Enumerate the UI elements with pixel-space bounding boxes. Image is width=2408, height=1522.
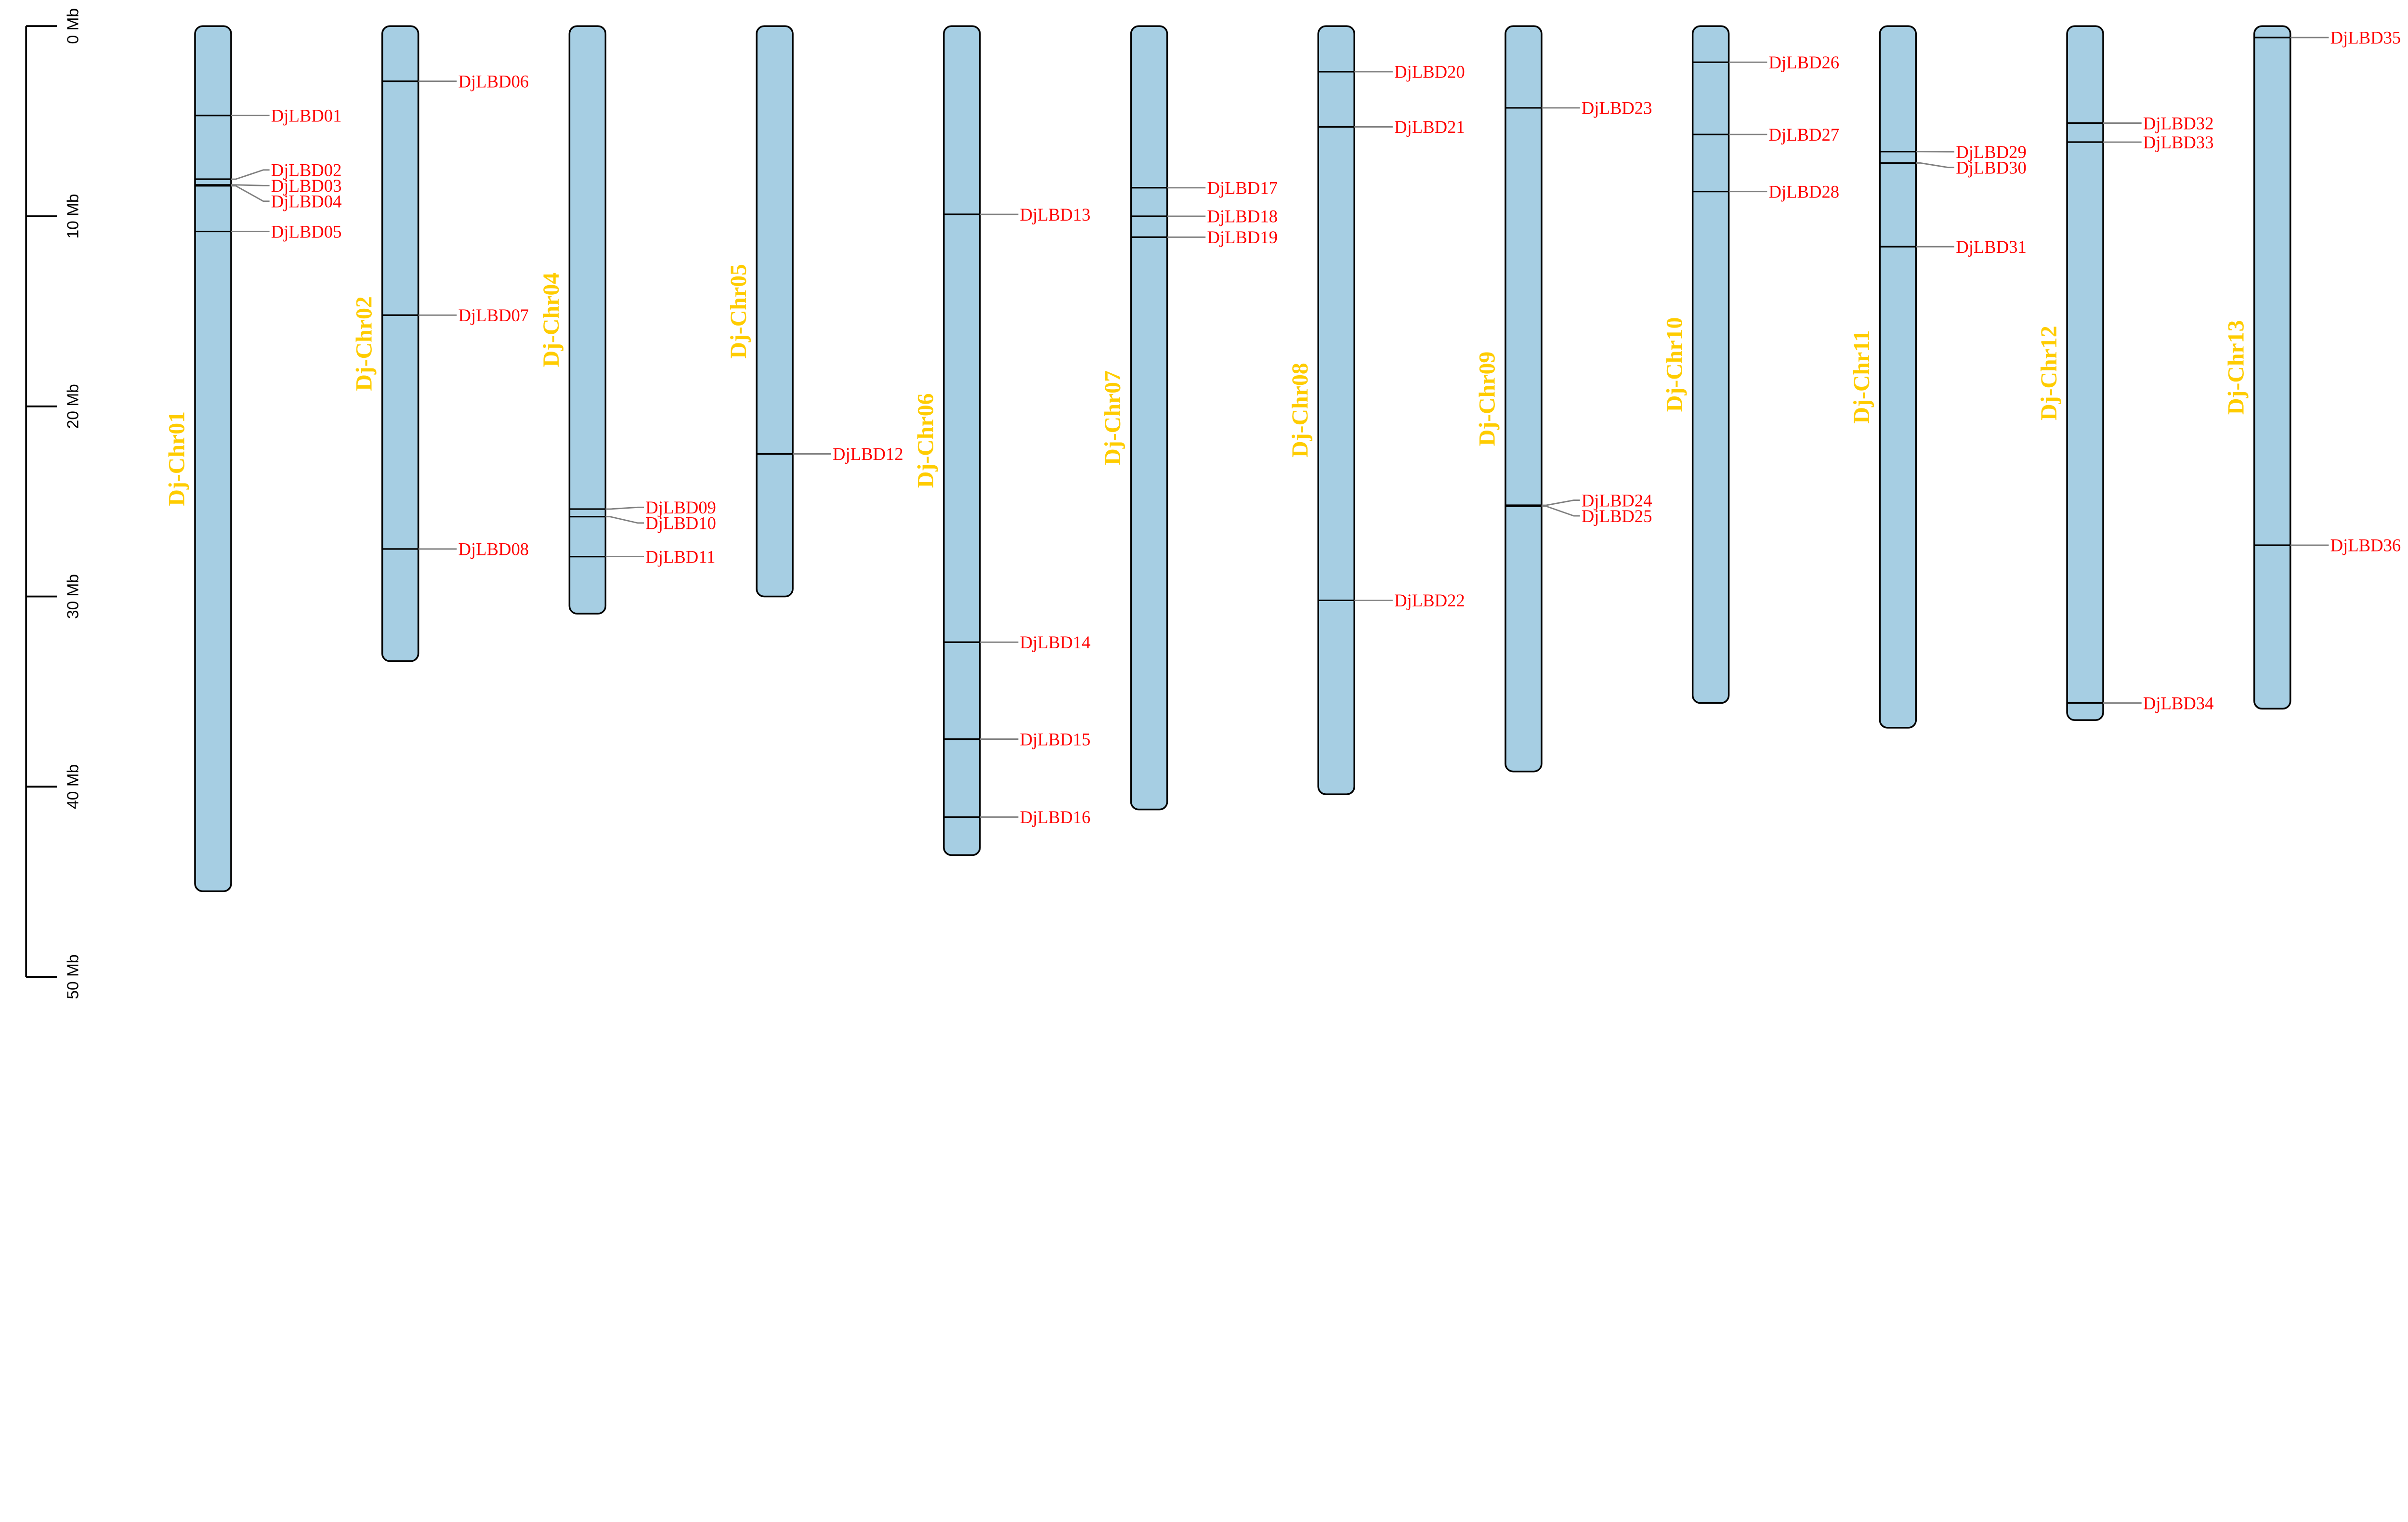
- gene-label: DjLBD06: [458, 71, 529, 91]
- chromosome-bar: [568, 25, 607, 615]
- gene-label: DjLBD08: [458, 539, 529, 559]
- gene-label: DjLBD30: [1956, 157, 2027, 177]
- chromosome-label: Dj-Chr09: [1475, 352, 1500, 446]
- gene-label: DjLBD11: [645, 547, 715, 566]
- gene-label: DjLBD32: [2143, 113, 2214, 133]
- gene-connector: [1541, 505, 1580, 517]
- gene-connector: [231, 169, 270, 180]
- gene-label: DjLBD07: [458, 305, 529, 325]
- gene-label: DjLBD20: [1394, 62, 1465, 82]
- chromosome-bar: [381, 25, 419, 662]
- chromosome-bar: [1505, 25, 1543, 773]
- gene-label: DjLBD09: [645, 498, 716, 517]
- gene-label: DjLBD04: [271, 192, 342, 211]
- chromosome-bar: [2253, 25, 2291, 710]
- gene-label: DjLBD15: [1020, 729, 1091, 749]
- chromosome-bar: [1691, 25, 1730, 704]
- chromosome-bar: [194, 25, 232, 892]
- gene-connector: [231, 185, 270, 202]
- axis-tick-label: 10 Mb: [65, 194, 82, 238]
- chromosome-dj-chr01: Dj-Chr01 DjLBD01DjLBD02DjLBD03DjLBD04DjLB…: [164, 25, 342, 892]
- gene-label: DjLBD27: [1769, 125, 1840, 144]
- axis-tick-label: 20 Mb: [65, 384, 82, 429]
- axis-tick-label: 0 Mb: [65, 8, 82, 44]
- chromosome-label: Dj-Chr13: [2223, 320, 2249, 415]
- chromosome-bar: [943, 25, 981, 856]
- scale-axis: 0 Mb 10 Mb 20 Mb 30 Mb 40 Mb 50 Mb: [25, 8, 82, 999]
- chromosome-label: Dj-Chr04: [538, 273, 564, 367]
- gene-label: DjLBD18: [1207, 207, 1278, 226]
- chromosome-label: Dj-Chr01: [164, 411, 190, 506]
- axis-tick-label: 50 Mb: [65, 955, 82, 999]
- chromosome-label: Dj-Chr11: [1849, 330, 1874, 424]
- gene-label: DjLBD14: [1020, 632, 1091, 652]
- chromosome-label: Dj-Chr02: [351, 296, 377, 391]
- gene-label: DjLBD31: [1956, 237, 2027, 257]
- chromosome-label: Dj-Chr10: [1662, 317, 1687, 412]
- gene-label: DjLBD28: [1769, 182, 1840, 201]
- gene-label: DjLBD05: [271, 222, 342, 241]
- chromosome-label: Dj-Chr05: [726, 264, 751, 359]
- gene-connector: [605, 506, 644, 510]
- gene-label: DjLBD24: [1582, 490, 1652, 510]
- chromosomes: Dj-Chr01DjLBD01DjLBD02DjLBD03DjLBD04DjLB…: [164, 25, 2401, 892]
- axis-tick-label: 40 Mb: [65, 764, 82, 809]
- chromosome-label: Dj-Chr07: [1100, 370, 1125, 465]
- gene-label: DjLBD21: [1394, 117, 1465, 137]
- gene-connector: [1541, 499, 1580, 506]
- chromosome-label: Dj-Chr08: [1287, 363, 1313, 458]
- gene-label: DjLBD29: [1956, 142, 2027, 162]
- gene-label: DjLBD01: [271, 106, 342, 126]
- axis-tick-label: 30 Mb: [65, 574, 82, 619]
- chromosome-label: Dj-Chr06: [913, 394, 938, 488]
- gene-label: DjLBD16: [1020, 807, 1091, 827]
- gene-label: DjLBD36: [2330, 536, 2401, 555]
- gene-label: DjLBD35: [2330, 28, 2401, 48]
- gene-label: DjLBD33: [2143, 132, 2214, 152]
- chromosome-bar: [756, 25, 794, 598]
- chromosome-label: Dj-Chr12: [2036, 326, 2062, 420]
- gene-label: DjLBD25: [1582, 506, 1652, 526]
- chromosome-bar: [1879, 25, 1917, 729]
- gene-connector: [1916, 162, 1955, 169]
- chromosome-bar: [1317, 25, 1355, 795]
- gene-label: DjLBD17: [1207, 178, 1278, 198]
- gene-label: DjLBD34: [2143, 693, 2214, 713]
- gene-label: DjLBD19: [1207, 227, 1278, 247]
- gene-label: DjLBD03: [271, 176, 342, 196]
- gene-label: DjLBD26: [1769, 52, 1840, 72]
- chromosome-bar: [2066, 25, 2104, 721]
- chromosome-bar: [1130, 25, 1168, 811]
- gene-label: DjLBD12: [833, 444, 903, 464]
- gene-label: DjLBD02: [271, 160, 342, 180]
- gene-label: DjLBD10: [645, 513, 716, 533]
- gene-connector: [605, 516, 644, 524]
- gene-label: DjLBD13: [1020, 205, 1091, 224]
- gene-label: DjLBD22: [1394, 590, 1465, 610]
- gene-label: DjLBD23: [1582, 98, 1652, 118]
